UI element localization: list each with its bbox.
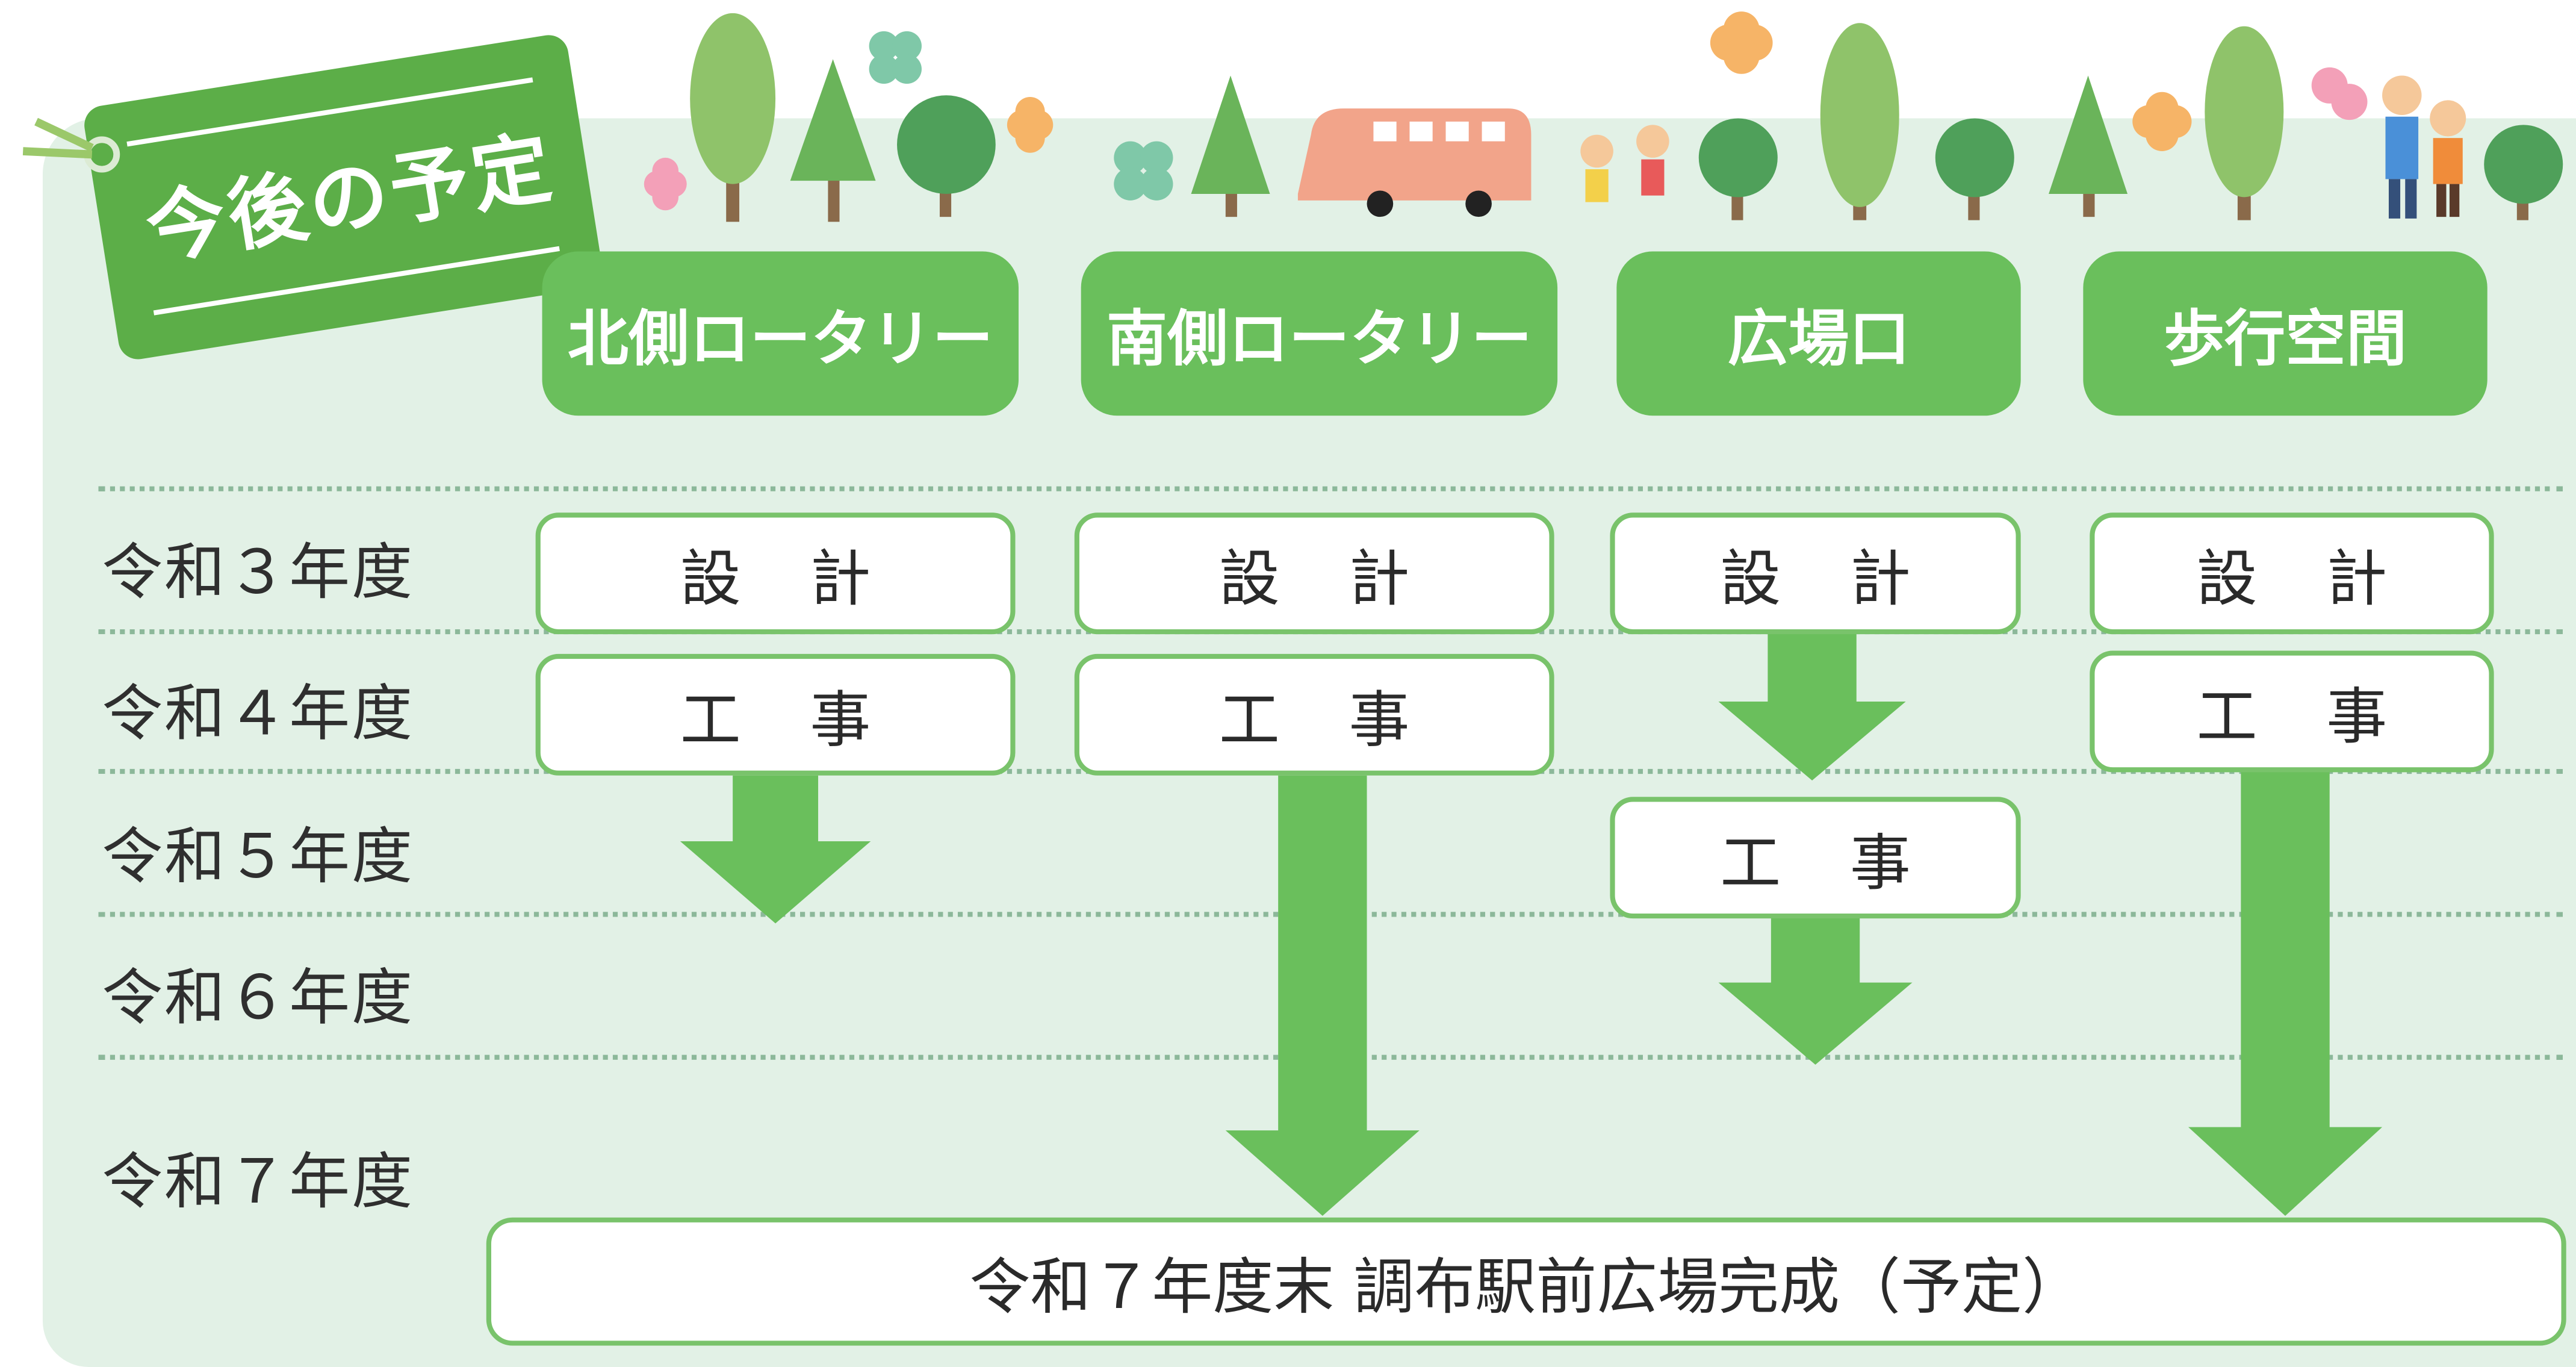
clover-icon bbox=[869, 31, 922, 84]
clover-icon bbox=[1114, 141, 1173, 201]
arrow-down-icon bbox=[1718, 917, 1913, 1065]
header-walkway: 歩行空間 bbox=[2083, 251, 2488, 416]
walkway-design-box: 設計 bbox=[2090, 512, 2494, 635]
header-plaza-entrance: 広場口 bbox=[1616, 251, 2021, 416]
year-label-r4: 令和４年度 bbox=[102, 678, 414, 750]
year-label-r6: 令和６年度 bbox=[102, 962, 414, 1034]
row-divider bbox=[98, 486, 2563, 491]
clover-icon bbox=[1710, 11, 1773, 74]
flower-icon bbox=[1007, 96, 1054, 153]
bus-icon bbox=[1297, 108, 1532, 217]
plaza-construction-box: 工事 bbox=[1610, 797, 2021, 919]
plaza-design-box: 設計 bbox=[1610, 512, 2021, 635]
children-icon bbox=[1580, 125, 1669, 202]
tree-icon bbox=[1820, 23, 1899, 220]
tree-icon bbox=[2049, 75, 2128, 217]
decoration-strip bbox=[644, 11, 2563, 222]
year-label-r7: 令和７年度 bbox=[102, 1147, 414, 1218]
tree-icon bbox=[2205, 26, 2284, 220]
north-design-box: 設計 bbox=[535, 512, 1016, 635]
south-design-box: 設計 bbox=[1074, 512, 1554, 635]
year-label-r5: 令和５年度 bbox=[102, 821, 414, 892]
tree-icon bbox=[690, 13, 776, 222]
arrow-down-icon bbox=[1225, 775, 1420, 1216]
family-icon bbox=[2311, 67, 2466, 219]
arrow-down-icon bbox=[2188, 765, 2383, 1216]
walkway-construction-box: 工事 bbox=[2090, 650, 2494, 773]
tag-string-icon bbox=[22, 117, 120, 173]
header-north-rotary: 北側ロータリー bbox=[542, 251, 1019, 416]
year-label-r3: 令和３年度 bbox=[102, 537, 414, 608]
tree-icon bbox=[1191, 75, 1270, 217]
arrow-down-icon bbox=[680, 775, 871, 924]
flower-icon bbox=[644, 157, 687, 211]
north-construction-box: 工事 bbox=[535, 653, 1016, 776]
south-construction-box: 工事 bbox=[1074, 653, 1554, 776]
header-south-rotary: 南側ロータリー bbox=[1081, 251, 1558, 416]
tree-icon bbox=[897, 95, 996, 217]
tree-icon bbox=[1935, 118, 2014, 220]
flower-icon bbox=[2132, 92, 2192, 152]
tree-icon bbox=[2484, 125, 2563, 220]
tree-icon bbox=[790, 59, 876, 222]
arrow-down-icon bbox=[1718, 632, 1906, 780]
completion-box: 令和７年度末 調布駅前広場完成（予定） bbox=[486, 1217, 2566, 1346]
tree-icon bbox=[1698, 118, 1778, 220]
